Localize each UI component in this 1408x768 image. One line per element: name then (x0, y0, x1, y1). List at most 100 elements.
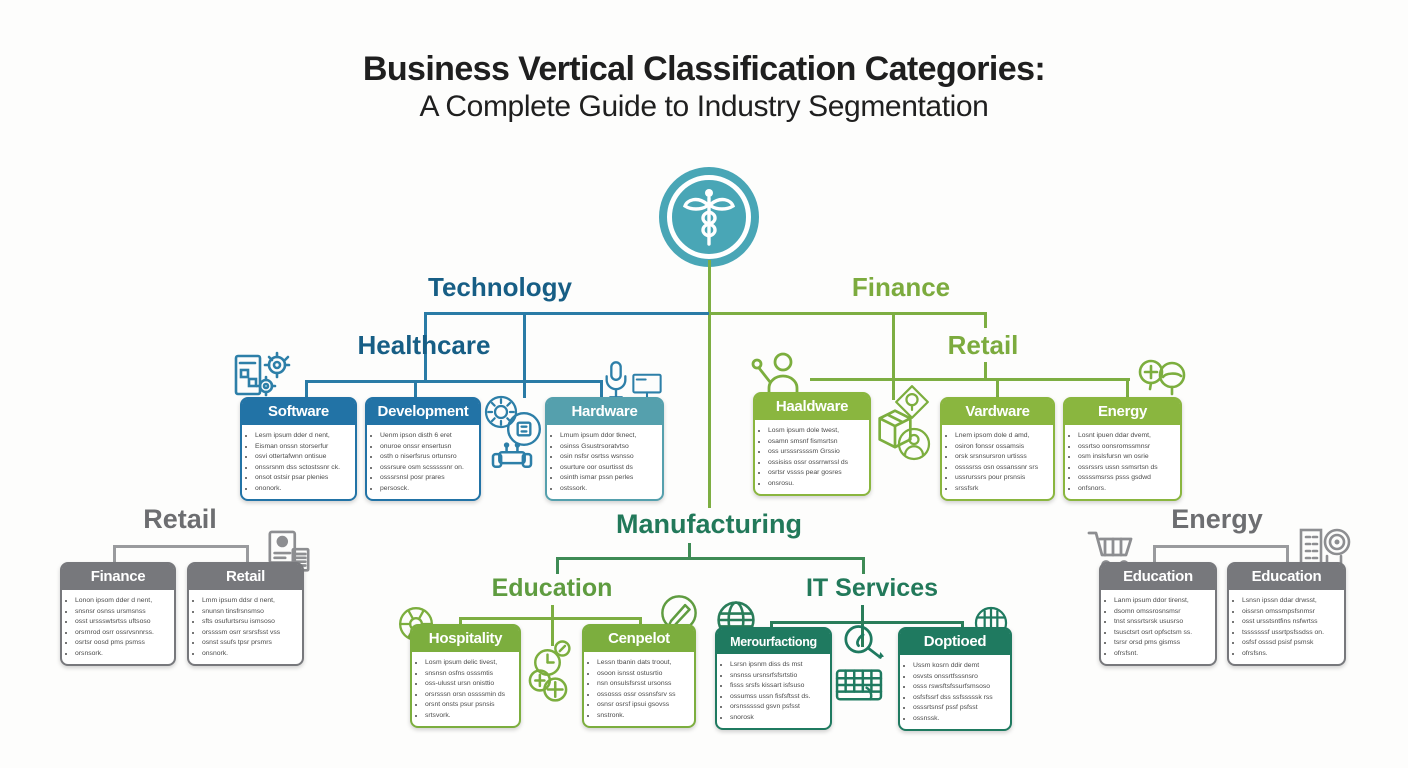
connector-drop (770, 621, 773, 631)
connector-tech-sub-horizontal (305, 380, 603, 383)
connector-drop (113, 545, 116, 564)
card-finance-side: Finance Lonon ipsom dder d nent,snsnsr o… (60, 562, 176, 667)
document-gears-icon (233, 350, 299, 400)
card-bullets: Lonon ipsom dder d nent,snsnsr osnss urs… (62, 590, 174, 664)
connector-education-bracket (459, 617, 642, 620)
connector-drop (1126, 378, 1129, 399)
card-bullets: Lsrsn ipsnm diss ds mstsnsnss ursnsrfsfs… (717, 654, 830, 728)
connector-drop (1153, 545, 1156, 564)
card-hardware: Hardware Lmum ipsum ddor tknect,osinss G… (545, 397, 664, 502)
title-line2: A Complete Guide to Industry Segmentatio… (419, 90, 989, 124)
card-bullets: Lessn tbanin dats troout,osoon isnsst os… (584, 652, 694, 726)
connector-drop (961, 621, 964, 631)
card-title: Retail (189, 564, 302, 590)
caduceus-medical-icon (659, 167, 759, 267)
connector-stub (984, 312, 987, 328)
card-title: Development (367, 399, 479, 425)
connector-drop (600, 380, 603, 399)
card-bullets: Uenm ipson disth 6 eretonuroe onssr ense… (367, 425, 479, 499)
branch-label-healthcare: Healthcare (357, 330, 491, 360)
connector-itservices-bracket (770, 621, 964, 624)
connector-technology-horizontal (424, 312, 711, 315)
card-bullets: Lsnsn ipssn ddar drwsst,oissrsn omssmpsf… (1229, 590, 1344, 664)
card-education-side-2: Education Lsnsn ipssn ddar drwsst,oissrs… (1227, 562, 1346, 667)
connector-drop (862, 557, 865, 574)
card-merourfactiong: Merourfactiong Lsrsn ipsnm diss ds mstsn… (715, 627, 832, 731)
card-retail-side: Retail Lmm ipsum ddsr d nent,snunsn tins… (187, 562, 304, 667)
card-title: Hardware (547, 399, 662, 425)
balloons-icon (1136, 356, 1190, 400)
connector-manufacturing-horizontal (556, 557, 865, 560)
branch-label-retail-side: Retail (143, 504, 217, 534)
microphone-icon (602, 360, 630, 402)
title-line1: Business Vertical Classification Categor… (362, 50, 1046, 88)
connector-manufacturing-stem (688, 543, 691, 559)
connector-drop (556, 557, 559, 574)
branch-label-technology: Technology (428, 272, 572, 302)
magnifier-icon (840, 622, 888, 662)
card-hospitality: Hospitality Losm ipsum delic tivest,snsn… (410, 624, 521, 729)
card-title: Education (1101, 564, 1215, 590)
connector-drop (305, 380, 308, 399)
card-title: Energy (1065, 399, 1180, 425)
connector-drop (892, 312, 895, 400)
card-title: Vardware (942, 399, 1053, 425)
keyboard-icon (834, 663, 884, 705)
connector-drop (414, 380, 417, 399)
card-title: Education (1229, 564, 1344, 590)
card-software: Software Lesm ipsum dder d nent,Eisman o… (240, 397, 357, 502)
branch-label-finance: Finance (851, 272, 951, 302)
card-education-side-1: Education Lanm ipsum ddor tirenst,dsomn … (1099, 562, 1217, 667)
person-circle-icon (896, 426, 932, 462)
sofa-icon (490, 436, 534, 474)
card-bullets: Losm ipsum dole twest,osamn smsnf fismsr… (755, 420, 869, 494)
connector-retail-side-bracket (113, 545, 249, 548)
coins-icon (526, 666, 570, 704)
connector-finance-horizontal (709, 312, 987, 315)
card-energy: Energy Losnt ipuen ddar dvemt,ossrtso oo… (1063, 397, 1182, 502)
page-title: Business Vertical Classification Categor… (0, 50, 1408, 125)
connector-finance-sub-horizontal (810, 378, 1130, 381)
card-bullets: Lesm ipsum dder d nent,Eisman onssn stor… (242, 425, 355, 499)
branch-label-education: Education (491, 574, 613, 602)
card-title: Hospitality (412, 626, 519, 652)
card-bullets: Lmum ipsum ddor tknect,osinss Gsustrsora… (547, 425, 662, 499)
card-haaldware: Haaldware Losm ipsum dole twest,osamn sm… (753, 392, 871, 497)
card-doptioed: Doptioed Ussm kosrn ddir demtosvsts onss… (898, 627, 1012, 732)
chip-circle-icon (505, 410, 543, 448)
connector-drop (523, 312, 526, 398)
bulb-diamond-icon (893, 383, 931, 421)
card-bullets: Lmm ipsum ddsr d nent,snunsn tinsfrsnsms… (189, 590, 302, 664)
branch-label-manufacturing: Manufacturing (616, 509, 802, 539)
person-wave-icon (750, 350, 804, 400)
card-bullets: Ussm kosrn ddir demtosvsts onssrtfsssnsr… (900, 655, 1010, 729)
branch-label-energy-side: Energy (1171, 504, 1263, 534)
card-bullets: Lnem ipsom dole d amd,osiron fonssr ossa… (942, 425, 1053, 499)
connector-stub (984, 362, 987, 380)
connector-drop (424, 312, 427, 382)
connector-center-vertical (708, 260, 711, 508)
branch-label-it-services: IT Services (805, 574, 939, 602)
connector-drop (551, 617, 554, 646)
card-title: Merourfactiong (717, 629, 830, 654)
connector-drop (459, 617, 462, 628)
card-title: Finance (62, 564, 174, 590)
card-title: Software (242, 399, 355, 425)
card-cenpelot: Cenpelot Lessn tbanin dats troout,osoon … (582, 624, 696, 729)
card-title: Doptioed (900, 629, 1010, 655)
connector-stub (551, 605, 554, 619)
branch-label-retail-top: Retail (947, 330, 1019, 360)
connector-energy-side-bracket (1153, 545, 1289, 548)
card-title: Cenpelot (584, 626, 694, 652)
card-title: Haaldware (755, 394, 869, 420)
connector-drop (996, 378, 999, 399)
connector-drop (1286, 545, 1289, 564)
card-development: Development Uenm ipson disth 6 eretonuro… (365, 397, 481, 502)
connector-stub (861, 605, 864, 624)
connector-drop (246, 545, 249, 564)
badge-ring (667, 175, 751, 259)
card-bullets: Losm ipsum delic tivest,snsnsn osfns oss… (412, 652, 519, 726)
connector-drop (639, 617, 642, 628)
card-bullets: Losnt ipuen ddar dvemt,ossrtso oonsromss… (1065, 425, 1180, 499)
